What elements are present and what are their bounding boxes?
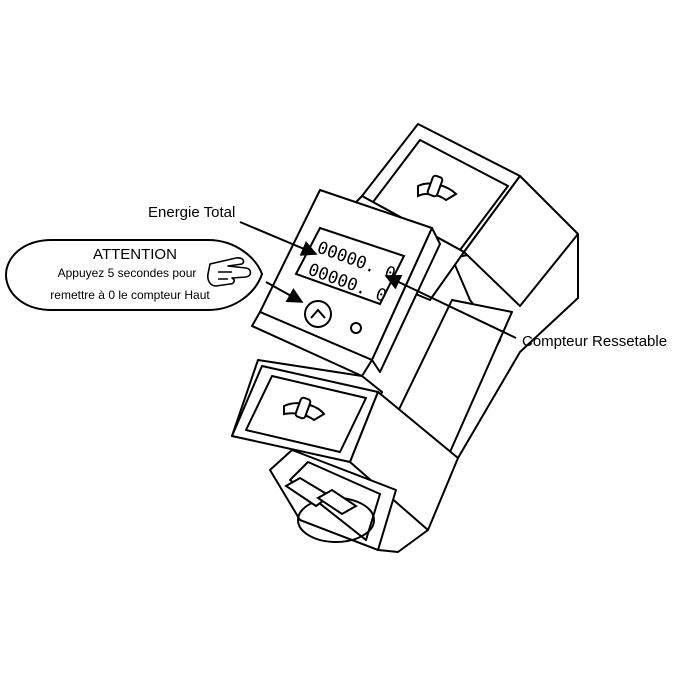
attention-line-2: remettre à 0 le compteur Haut [50,288,210,302]
label-energy-total: Energie Total [148,204,235,221]
attention-line-1: Appuyez 5 secondes pour [58,266,197,280]
top-terminal-screw [417,174,458,202]
leader-lines [239,221,517,339]
attention-bubble: ATTENTION Appuyez 5 secondes pour remett… [4,239,264,311]
pointing-hand-icon [207,257,252,287]
reset-button[interactable] [304,300,332,328]
wire-entry [284,476,358,516]
chevron-up-icon [310,308,326,319]
label-reset-counter: Compteur Ressetable [522,333,667,350]
led-icon [350,322,362,334]
bottom-terminal-screw [283,396,326,422]
attention-title: ATTENTION [93,246,177,263]
